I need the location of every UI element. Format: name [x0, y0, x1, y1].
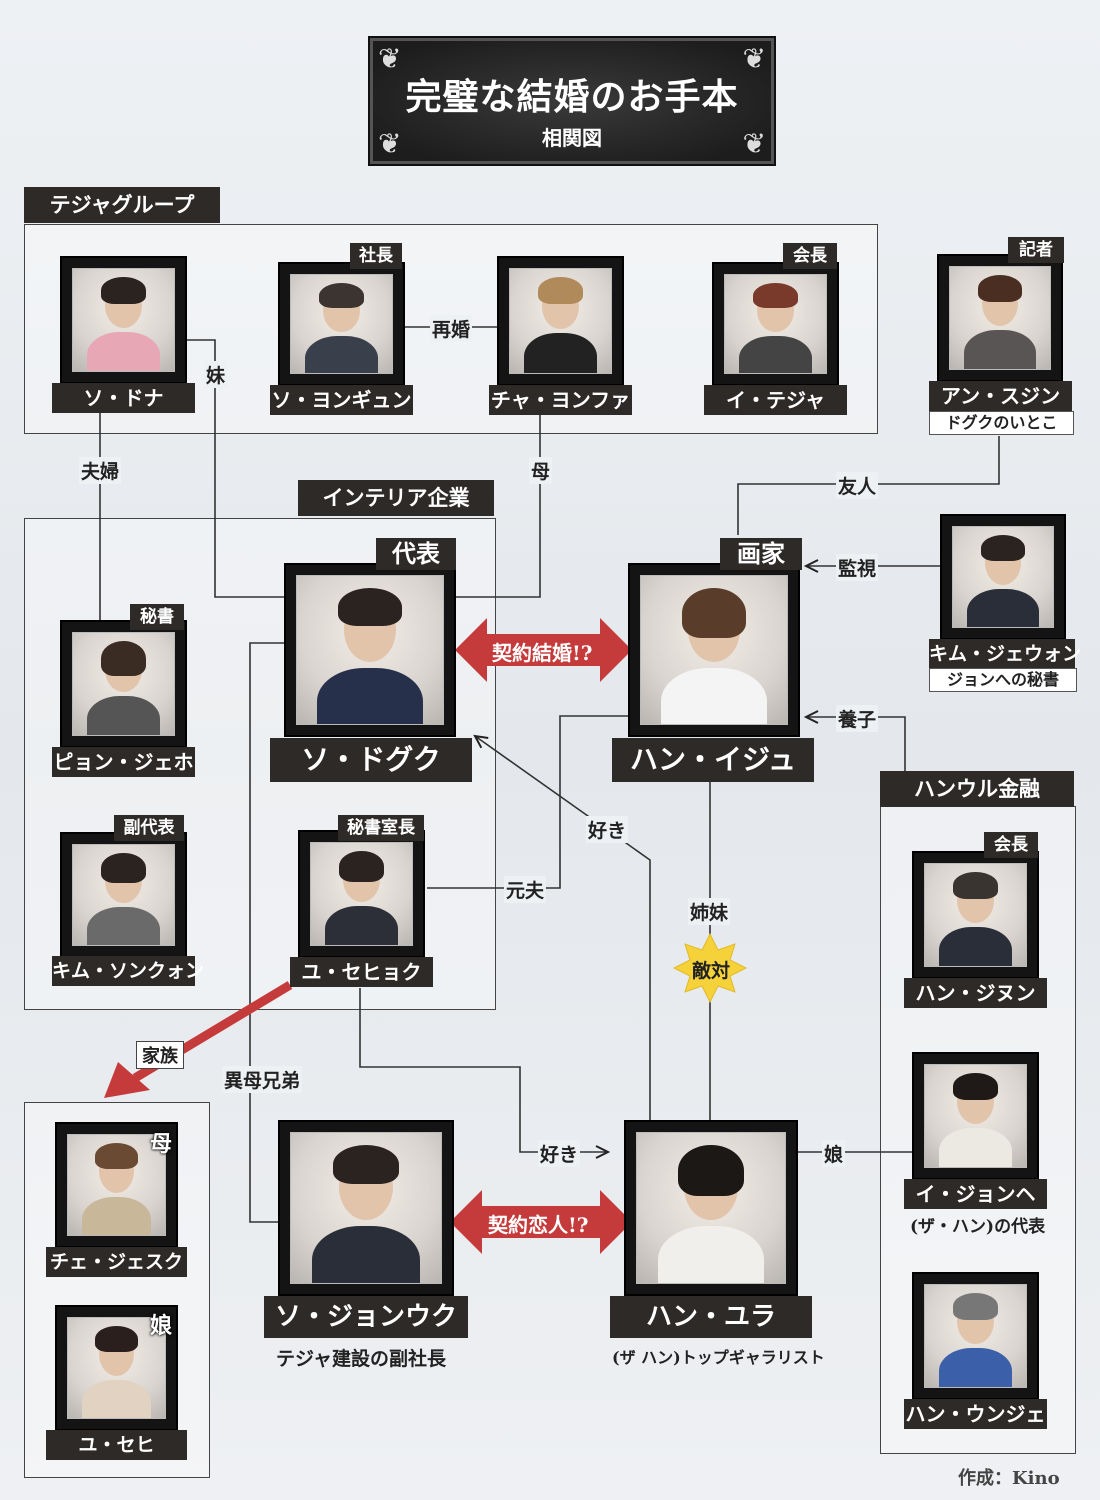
label-half-brothers: 異母兄弟	[222, 1066, 303, 1093]
label-adopted: 養子	[836, 705, 879, 732]
portrait-kim-jewon	[940, 514, 1066, 640]
portrait-yu-sehyok	[298, 830, 425, 958]
portrait-so-doguk	[284, 563, 456, 737]
tag-pyon-jeho: 秘書	[130, 604, 184, 630]
portrait-han-yura	[624, 1120, 798, 1296]
portrait-an-sujin	[937, 254, 1063, 382]
name-so-jonuk: ソ・ジョンウク	[264, 1296, 468, 1338]
label-contract-lovers: 契約恋人!?	[488, 1213, 589, 1237]
tag-han-iju: 画家	[720, 538, 802, 570]
line-likes-1	[473, 734, 651, 1122]
name-pyon-jeho: ピョン・ジェホ	[52, 747, 195, 777]
label-sister: 妹	[204, 361, 228, 388]
ornament-icon: ❦	[742, 127, 766, 160]
label-contract-marriage: 契約結婚!?	[492, 641, 593, 665]
name-han-unje: ハン・ウンジェ	[904, 1399, 1047, 1429]
portrait-i-jonhe	[912, 1052, 1039, 1180]
label-likes-2: 好き	[538, 1140, 581, 1167]
tag-yu-sehyok: 秘書室長	[338, 815, 424, 841]
note-i-jonhe: (ザ・ハン)の代表	[910, 1217, 1046, 1237]
label-sisters: 姉妹	[688, 898, 731, 925]
name-kim-jewon: キム・ジェウォン	[929, 639, 1081, 669]
name-han-yura: ハン・ユラ	[610, 1296, 812, 1338]
ornament-icon: ❦	[742, 42, 766, 75]
name-kim-songwon: キム・ソンクォン	[52, 956, 204, 986]
name-cha-yonghwa: チャ・ヨンファ	[489, 385, 632, 415]
name-yu-sehi: ユ・セヒ	[46, 1430, 187, 1460]
label-family: 家族	[136, 1041, 184, 1069]
title-panel: ❦ ❦ ❦ ❦ 完璧な結婚のお手本 相関図	[368, 36, 776, 166]
name-i-teja: イ・テジャ	[704, 385, 847, 415]
line-sister	[187, 339, 286, 598]
note-an-sujin: ドグクのいとこ	[929, 411, 1074, 435]
name-so-doguk: ソ・ドグク	[270, 738, 472, 782]
tag-i-teja: 会長	[783, 243, 837, 269]
arrow-contract-lovers	[450, 1190, 632, 1254]
portrait-han-unje	[912, 1272, 1039, 1400]
name-so-dona: ソ・ドナ	[52, 383, 195, 413]
ornament-icon: ❦	[378, 42, 402, 75]
note-kim-jewon: ジョンへの秘書	[929, 668, 1077, 692]
portrait-yu-sehi	[55, 1305, 178, 1431]
label-remarriage: 再婚	[430, 315, 473, 342]
portrait-pyon-jeho	[60, 620, 187, 748]
name-yu-sehyok: ユ・セヒョク	[290, 957, 433, 987]
portrait-che-jesuku	[55, 1122, 178, 1248]
portrait-so-jonuk	[278, 1120, 454, 1296]
name-i-jonhe: イ・ジョンヘ	[904, 1179, 1047, 1209]
tag-han-jinun: 会長	[984, 832, 1038, 858]
label-mother: 母	[529, 457, 553, 484]
group-tag-hanul: ハンウル金融	[880, 771, 1074, 807]
tag-kim-songwon: 副代表	[114, 815, 184, 841]
note-so-jonuk: テジャ建設の副社長	[276, 1348, 447, 1370]
ornament-icon: ❦	[378, 127, 402, 160]
label-daughter: 娘	[822, 1140, 846, 1167]
arrow-family-head	[104, 1062, 150, 1098]
label-rivals: 敵対	[692, 960, 731, 982]
portrait-so-dona	[60, 256, 187, 384]
tag-che-jesuku: 母	[150, 1131, 173, 1157]
label-likes-1: 好き	[586, 816, 629, 843]
portrait-kim-songwon	[60, 832, 187, 958]
page-subtitle: 相関図	[542, 126, 602, 150]
note-han-yura: (ザ ハン)トップギャラリスト	[612, 1348, 825, 1367]
name-han-jinun: ハン・ジヌン	[904, 978, 1047, 1008]
tag-so-yonggyun: 社長	[350, 243, 402, 269]
label-ex-husband: 元夫	[504, 876, 547, 903]
label-couple: 夫婦	[79, 457, 122, 484]
name-an-sujin: アン・スジン	[929, 381, 1072, 411]
portrait-i-teja	[712, 262, 839, 386]
group-tag-interior: インテリア企業	[298, 480, 494, 516]
portrait-so-yonggyun	[278, 262, 405, 386]
name-han-iju: ハン・イジュ	[612, 738, 814, 782]
tag-an-sujin: 記者	[1008, 237, 1064, 263]
name-so-yonggyun: ソ・ヨンギュン	[270, 385, 413, 415]
label-friend: 友人	[836, 472, 879, 499]
rivalry-burst	[672, 932, 748, 1004]
name-che-jesuku: チェ・ジェスク	[46, 1247, 187, 1277]
line-half-brothers	[249, 642, 286, 1223]
tag-yu-sehi: 娘	[150, 1313, 173, 1339]
group-tag-tejaya: テジャグループ	[24, 187, 220, 223]
line-ex-husband	[427, 715, 628, 889]
page-title: 完璧な結婚のお手本	[405, 76, 739, 118]
portrait-han-jinun	[912, 851, 1039, 979]
portrait-han-iju	[628, 563, 800, 737]
arrow-contract-marriage	[455, 618, 632, 682]
credit: 作成：Kino	[958, 1468, 1060, 1489]
tag-so-doguk: 代表	[376, 538, 456, 570]
portrait-cha-yonghwa	[497, 256, 624, 386]
label-watch: 監視	[836, 554, 879, 581]
